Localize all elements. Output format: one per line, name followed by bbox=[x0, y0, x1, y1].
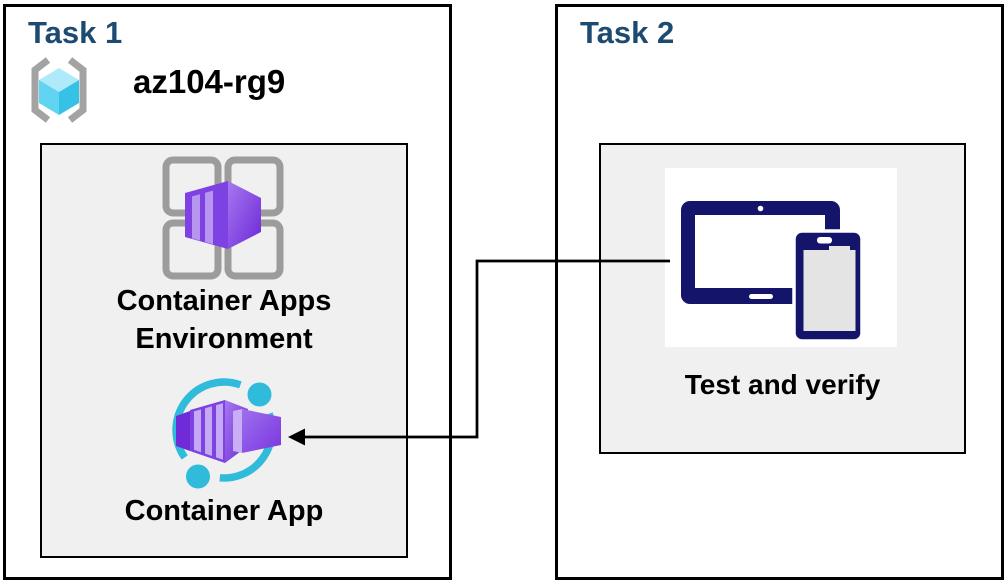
test-verify-label: Test and verify bbox=[684, 369, 881, 400]
task-1-title: Task 1 bbox=[28, 15, 123, 50]
task-1-box: Task 1 az104-rg9 bbox=[3, 4, 452, 580]
devices-panel bbox=[665, 168, 897, 347]
task-2-box: Task 2 Test and verify bbox=[555, 4, 1004, 580]
task-2-inner-box: Test and verify bbox=[599, 143, 966, 454]
tablet-phone-icon bbox=[681, 201, 864, 343]
task-2-title: Task 2 bbox=[580, 15, 675, 50]
environment-label: Container Apps Environment bbox=[116, 285, 332, 355]
resource-group-name: az104-rg9 bbox=[133, 63, 286, 100]
container-app-label: Container App bbox=[124, 495, 324, 527]
task-1-inner-box: Container Apps Environment bbox=[40, 143, 408, 558]
resource-group-icon bbox=[31, 57, 87, 123]
container-app-icon bbox=[172, 378, 281, 489]
container-apps-environment-icon bbox=[162, 156, 284, 280]
